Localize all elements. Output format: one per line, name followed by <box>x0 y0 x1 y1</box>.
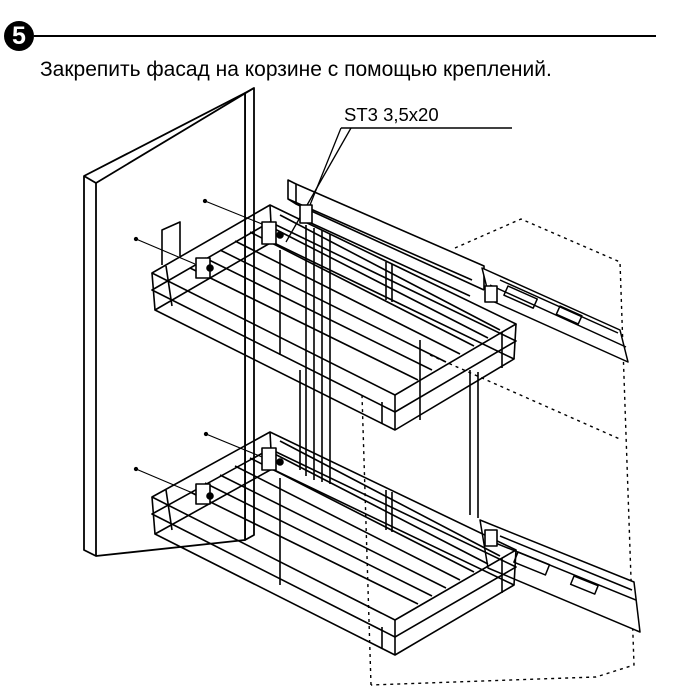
screw-callout: ST3 3,5x20 <box>285 104 512 243</box>
step-header-rule <box>34 35 656 37</box>
cabinet-outline <box>361 218 635 686</box>
step-number-badge: 5 <box>4 21 34 51</box>
callout-leader-outer <box>309 127 342 206</box>
screw-guide-lines <box>133 198 263 495</box>
upper-basket <box>151 204 517 431</box>
side-frame <box>287 179 485 518</box>
lower-runner <box>479 519 641 633</box>
front-panel <box>83 87 255 557</box>
screw-callout-label: ST3 3,5x20 <box>344 104 439 125</box>
step-instruction-text: Закрепить фасад на корзине с помощью кре… <box>40 58 552 81</box>
lower-basket <box>151 431 517 656</box>
